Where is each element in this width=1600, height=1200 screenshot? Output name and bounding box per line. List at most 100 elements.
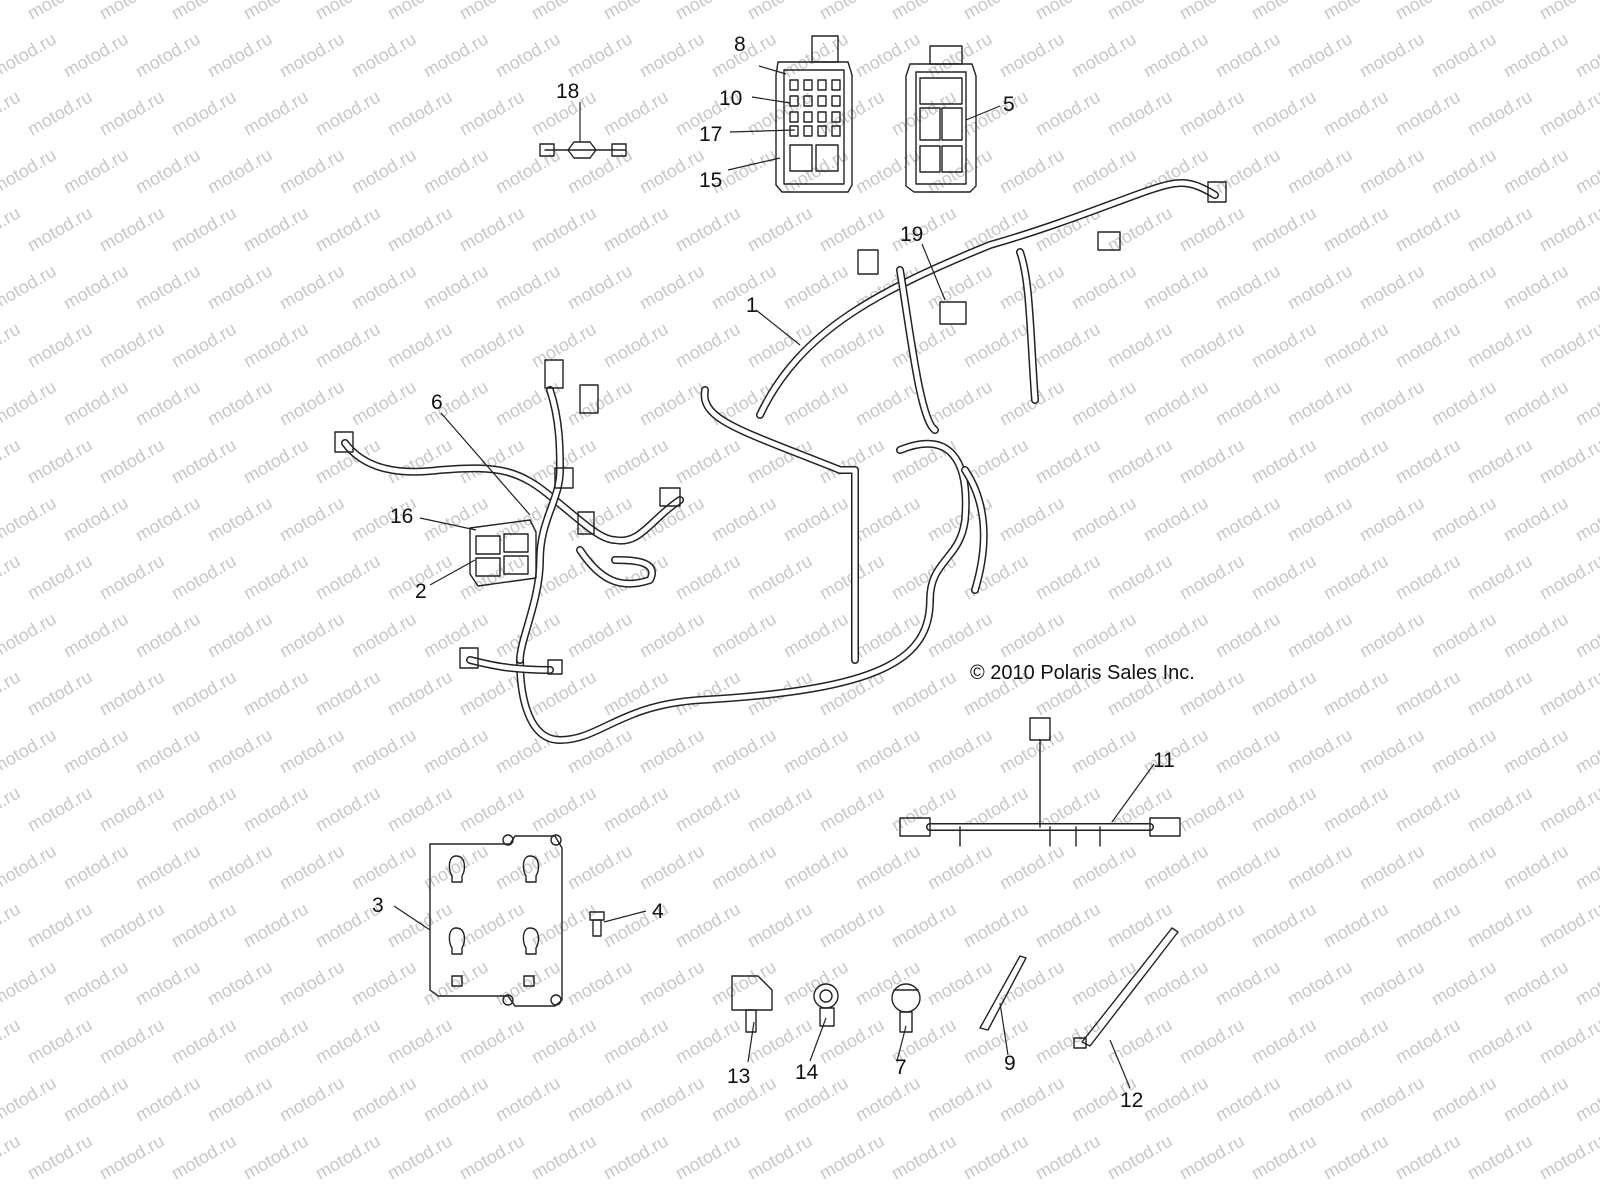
watermark-text: motod.ru: [1068, 609, 1140, 662]
watermark-text: motod.ru: [96, 899, 168, 952]
watermark-text: motod.ru: [996, 145, 1068, 198]
copyright-notice: © 2010 Polaris Sales Inc.: [970, 662, 1195, 684]
watermark-text: motod.ru: [636, 841, 708, 894]
watermark-text: motod.ru: [1212, 725, 1284, 778]
watermark-text: motod.ru: [1176, 1015, 1248, 1068]
watermark-text: motod.ru: [1500, 725, 1572, 778]
watermark-text: motod.ru: [780, 725, 852, 778]
watermark-text: motod.ru: [132, 145, 204, 198]
watermark-text: motod.ru: [1248, 203, 1320, 256]
watermark-text: motod.ru: [1068, 261, 1140, 314]
watermark-text: motod.ru: [564, 1073, 636, 1126]
watermark-text: motod.ru: [384, 87, 456, 140]
watermark-text: motod.ru: [1428, 261, 1500, 314]
watermark-text: motod.ru: [888, 667, 960, 720]
watermark-text: motod.ru: [1104, 551, 1176, 604]
watermark-text: motod.ru: [0, 261, 60, 314]
watermark-text: motod.ru: [1248, 0, 1320, 23]
watermark-text: motod.ru: [528, 1131, 600, 1184]
watermark-text: motod.ru: [204, 145, 276, 198]
watermark-text: motod.ru: [960, 899, 1032, 952]
watermark-text: motod.ru: [204, 493, 276, 546]
watermark-text: motod.ru: [672, 667, 744, 720]
watermark-text: motod.ru: [528, 319, 600, 372]
watermark-text: motod.ru: [312, 1131, 384, 1184]
watermark-text: motod.ru: [636, 377, 708, 430]
watermark-text: motod.ru: [24, 435, 96, 488]
watermark-text: motod.ru: [348, 957, 420, 1010]
watermark-text: motod.ru: [60, 725, 132, 778]
watermark-text: motod.ru: [1572, 609, 1600, 662]
watermark-text: motod.ru: [1356, 1073, 1428, 1126]
watermark-text: motod.ru: [1104, 319, 1176, 372]
watermark-text: motod.ru: [1572, 841, 1600, 894]
watermark-text: motod.ru: [1176, 87, 1248, 140]
watermark-text: motod.ru: [744, 1015, 816, 1068]
watermark-text: motod.ru: [132, 29, 204, 82]
callout-14: 14: [795, 1061, 819, 1084]
watermark-text: motod.ru: [24, 0, 96, 23]
watermark-text: motod.ru: [1320, 783, 1392, 836]
watermark-text: motod.ru: [1572, 1073, 1600, 1126]
watermark-text: motod.ru: [276, 841, 348, 894]
watermark-text: motod.ru: [204, 957, 276, 1010]
watermark-text: motod.ru: [708, 725, 780, 778]
watermark-text: motod.ru: [1428, 1073, 1500, 1126]
watermark-text: motod.ru: [384, 203, 456, 256]
watermark-text: motod.ru: [420, 609, 492, 662]
callout-8: 8: [734, 33, 746, 56]
watermark-text: motod.ru: [456, 783, 528, 836]
watermark-text: motod.ru: [1248, 435, 1320, 488]
watermark-text: motod.ru: [1068, 493, 1140, 546]
watermark-text: motod.ru: [312, 551, 384, 604]
watermark-text: motod.ru: [1536, 551, 1600, 604]
watermark-text: motod.ru: [0, 1131, 24, 1184]
watermark-text: motod.ru: [1032, 1131, 1104, 1184]
watermark-text: motod.ru: [0, 493, 60, 546]
watermark-text: motod.ru: [96, 319, 168, 372]
callout-labels: 1 2 3 4 5 6 7 8 9 10 11 12 13 14 15 16 1…: [372, 33, 1175, 1112]
watermark-text: motod.ru: [1176, 899, 1248, 952]
watermark-text: motod.ru: [1140, 609, 1212, 662]
watermark-text: motod.ru: [1356, 957, 1428, 1010]
watermark-text: motod.ru: [60, 841, 132, 894]
watermark-text: motod.ru: [1176, 319, 1248, 372]
watermark-text: motod.ru: [996, 725, 1068, 778]
watermark-text: motod.ru: [456, 203, 528, 256]
callout-4: 4: [652, 900, 664, 923]
watermark-text: motod.ru: [420, 841, 492, 894]
watermark-text: motod.ru: [1536, 87, 1600, 140]
watermark-text: motod.ru: [636, 957, 708, 1010]
watermark-text: motod.ru: [708, 841, 780, 894]
watermark-text: motod.ru: [204, 261, 276, 314]
watermark-text: motod.ru: [708, 261, 780, 314]
watermark-text: motod.ru: [348, 841, 420, 894]
callout-17: 17: [699, 123, 722, 146]
watermark-text: motod.ru: [636, 725, 708, 778]
watermark-text: motod.ru: [1140, 261, 1212, 314]
watermark-text: motod.ru: [276, 29, 348, 82]
watermark-text: motod.ru: [1140, 1073, 1212, 1126]
callout-9: 9: [1004, 1052, 1016, 1075]
watermark-text: motod.ru: [1104, 1015, 1176, 1068]
watermark-text: motod.ru: [816, 783, 888, 836]
watermark-text: motod.ru: [1392, 1015, 1464, 1068]
watermark-text: motod.ru: [96, 203, 168, 256]
callout-13: 13: [727, 1065, 750, 1088]
watermark-text: motod.ru: [276, 1073, 348, 1126]
watermark-text: motod.ru: [60, 145, 132, 198]
watermark-text: motod.ru: [1536, 435, 1600, 488]
watermark-text: motod.ru: [888, 319, 960, 372]
watermark-text: motod.ru: [780, 493, 852, 546]
watermark-text: motod.ru: [348, 609, 420, 662]
watermark-text: motod.ru: [1464, 1131, 1536, 1184]
watermark-text: motod.ru: [168, 1131, 240, 1184]
watermark-text: motod.ru: [1392, 899, 1464, 952]
watermark-text: motod.ru: [204, 725, 276, 778]
watermark-text: motod.ru: [1248, 1131, 1320, 1184]
watermark-text: motod.ru: [996, 1073, 1068, 1126]
watermark-text: motod.ru: [852, 841, 924, 894]
watermark-text: motod.ru: [996, 609, 1068, 662]
watermark-text: motod.ru: [132, 377, 204, 430]
watermark-text: motod.ru: [1536, 1015, 1600, 1068]
